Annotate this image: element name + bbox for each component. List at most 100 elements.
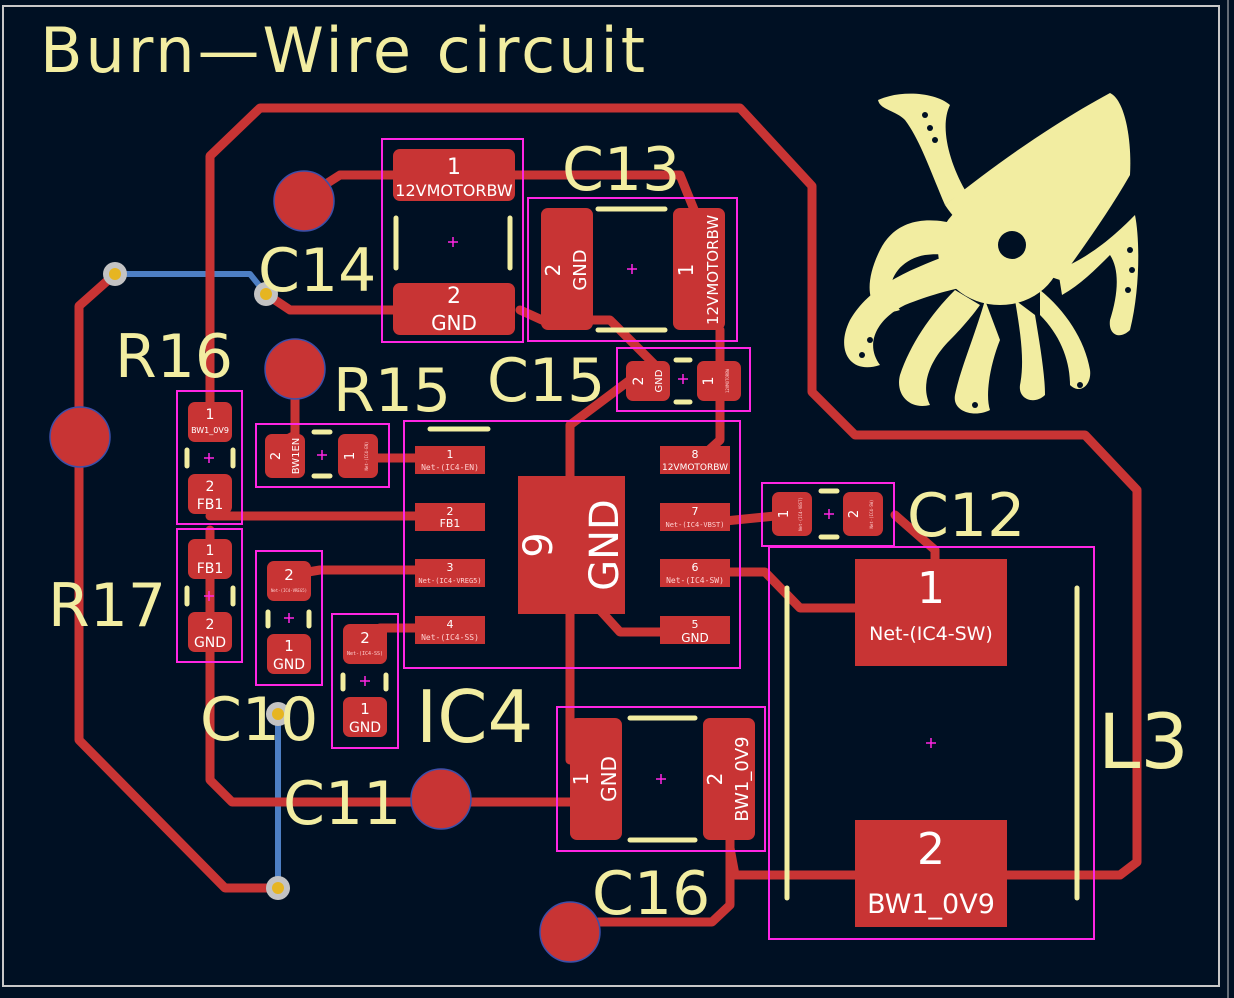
pad-net: GND [654, 369, 665, 392]
test-point [410, 768, 472, 830]
pad-ic4-5 [660, 616, 730, 644]
pad-number: 1 [206, 407, 215, 423]
pad-number: 2 [206, 479, 215, 495]
pad-r16-1 [188, 402, 232, 442]
trace [565, 375, 635, 495]
courtyard-c13 [527, 197, 738, 342]
squid-tentacle [878, 93, 965, 205]
pad-ic4-2 [415, 503, 485, 531]
pad-net: Net-(IC4-SW) [869, 623, 993, 645]
ref-l3: L3 [1098, 697, 1189, 786]
smd-pads [188, 149, 1007, 927]
pad-c13-1 [673, 208, 725, 330]
ref-c15: C15 [487, 346, 605, 416]
ref-c13: C13 [562, 135, 680, 205]
courtyard-c14 [381, 138, 524, 343]
pad-number: 1 [777, 510, 792, 518]
courtyard-c11 [331, 613, 399, 749]
test-point [539, 901, 601, 963]
pad-c10-2 [267, 561, 311, 601]
pad-net: Net-(IC4-EN) [421, 463, 479, 472]
courtyard-r16 [176, 390, 243, 525]
test-point [273, 170, 335, 232]
pad-number: 1 [343, 452, 358, 460]
test-point [264, 338, 326, 400]
trace [205, 525, 425, 807]
pad-net: GND [681, 631, 709, 645]
ref-r15: R15 [333, 356, 451, 426]
vias [103, 262, 290, 900]
pad-net: FB1 [197, 561, 224, 577]
pad-ic4-4 [415, 616, 485, 644]
pad-number: 2 [206, 617, 215, 633]
squid-tentacle [869, 220, 965, 312]
trace [205, 103, 1142, 880]
silkscreen-outlines [184, 206, 1080, 901]
pad-c10-1 [267, 634, 311, 674]
courtyard-ic4 [403, 420, 741, 669]
top-copper-traces [74, 103, 1142, 935]
pad-net: GND [349, 720, 381, 736]
pad-net: Net-(IC4-VBST) [665, 521, 724, 529]
squid-tentacle [1058, 215, 1139, 336]
squid-tentacle [954, 300, 1000, 414]
pad-c12-1 [772, 492, 812, 536]
pad-net: BW1_0V9 [867, 889, 995, 920]
pad-l3-1 [855, 559, 1007, 666]
squid-suckers [859, 112, 1135, 408]
pad-net: Net-(IC4-SW) [666, 576, 724, 585]
pad-r15-1 [338, 434, 378, 478]
squid-tentacle [899, 290, 980, 406]
courtyard-r17 [176, 528, 243, 663]
pad-number: 2 [847, 510, 862, 518]
pad-number: 4 [447, 618, 454, 631]
pad-c11-2 [343, 624, 387, 664]
pad-number: 2 [360, 629, 370, 647]
pad-ic4-3 [415, 559, 485, 587]
pad-ic4-6 [660, 559, 730, 587]
via-hole [272, 882, 284, 894]
test-point [49, 406, 111, 468]
pad-c11-1 [343, 697, 387, 737]
pad-c15-2 [626, 361, 670, 401]
ref-c16: C16 [592, 859, 710, 929]
pad-r15-2 [265, 434, 305, 478]
courtyards [176, 138, 1095, 940]
board-title: Burn—Wire circuit [40, 14, 648, 87]
courtyard-l3 [768, 546, 1095, 940]
squid-eye [998, 231, 1026, 259]
pad-c14-2 [393, 283, 515, 335]
pad-c16-1 [570, 718, 622, 840]
pad-c12-2 [843, 492, 883, 536]
pad-number: 5 [692, 618, 699, 631]
pad-r17-1 [188, 539, 232, 579]
pad-number: 2 [269, 452, 284, 460]
pad-number: 1 [917, 563, 945, 614]
pad-r16-2 [188, 474, 232, 514]
pad-net: Net-(IC4-EN) [364, 442, 369, 471]
pad-number: 2 [541, 264, 565, 277]
ref-c14: C14 [258, 236, 376, 306]
pad-net: FB1 [197, 497, 224, 513]
pad-ic4-9 [518, 476, 625, 614]
via-hole [260, 288, 272, 300]
pad-net: 12VMOTORBW [725, 368, 730, 393]
pad-number: 1 [360, 700, 370, 718]
pad-number: 2 [631, 377, 647, 386]
courtyard-r15 [255, 423, 390, 488]
pad-number: 6 [692, 561, 699, 574]
ref-r17: R17 [48, 571, 166, 641]
pad-net: GND [582, 499, 628, 591]
pad-ic4-7 [660, 503, 730, 531]
pad-number: 2 [917, 824, 945, 875]
pad-net: GND [570, 249, 591, 290]
pad-ic4-8 [660, 446, 730, 474]
trace [74, 269, 283, 893]
pad-c15-1 [697, 361, 741, 401]
reference-designators: C13 C14 C15 R16 R15 C12 R17 C10 IC4 L3 C… [48, 135, 1189, 929]
ref-c11: C11 [283, 769, 401, 839]
via-hole [109, 268, 121, 280]
pad-number: 1 [447, 448, 454, 461]
